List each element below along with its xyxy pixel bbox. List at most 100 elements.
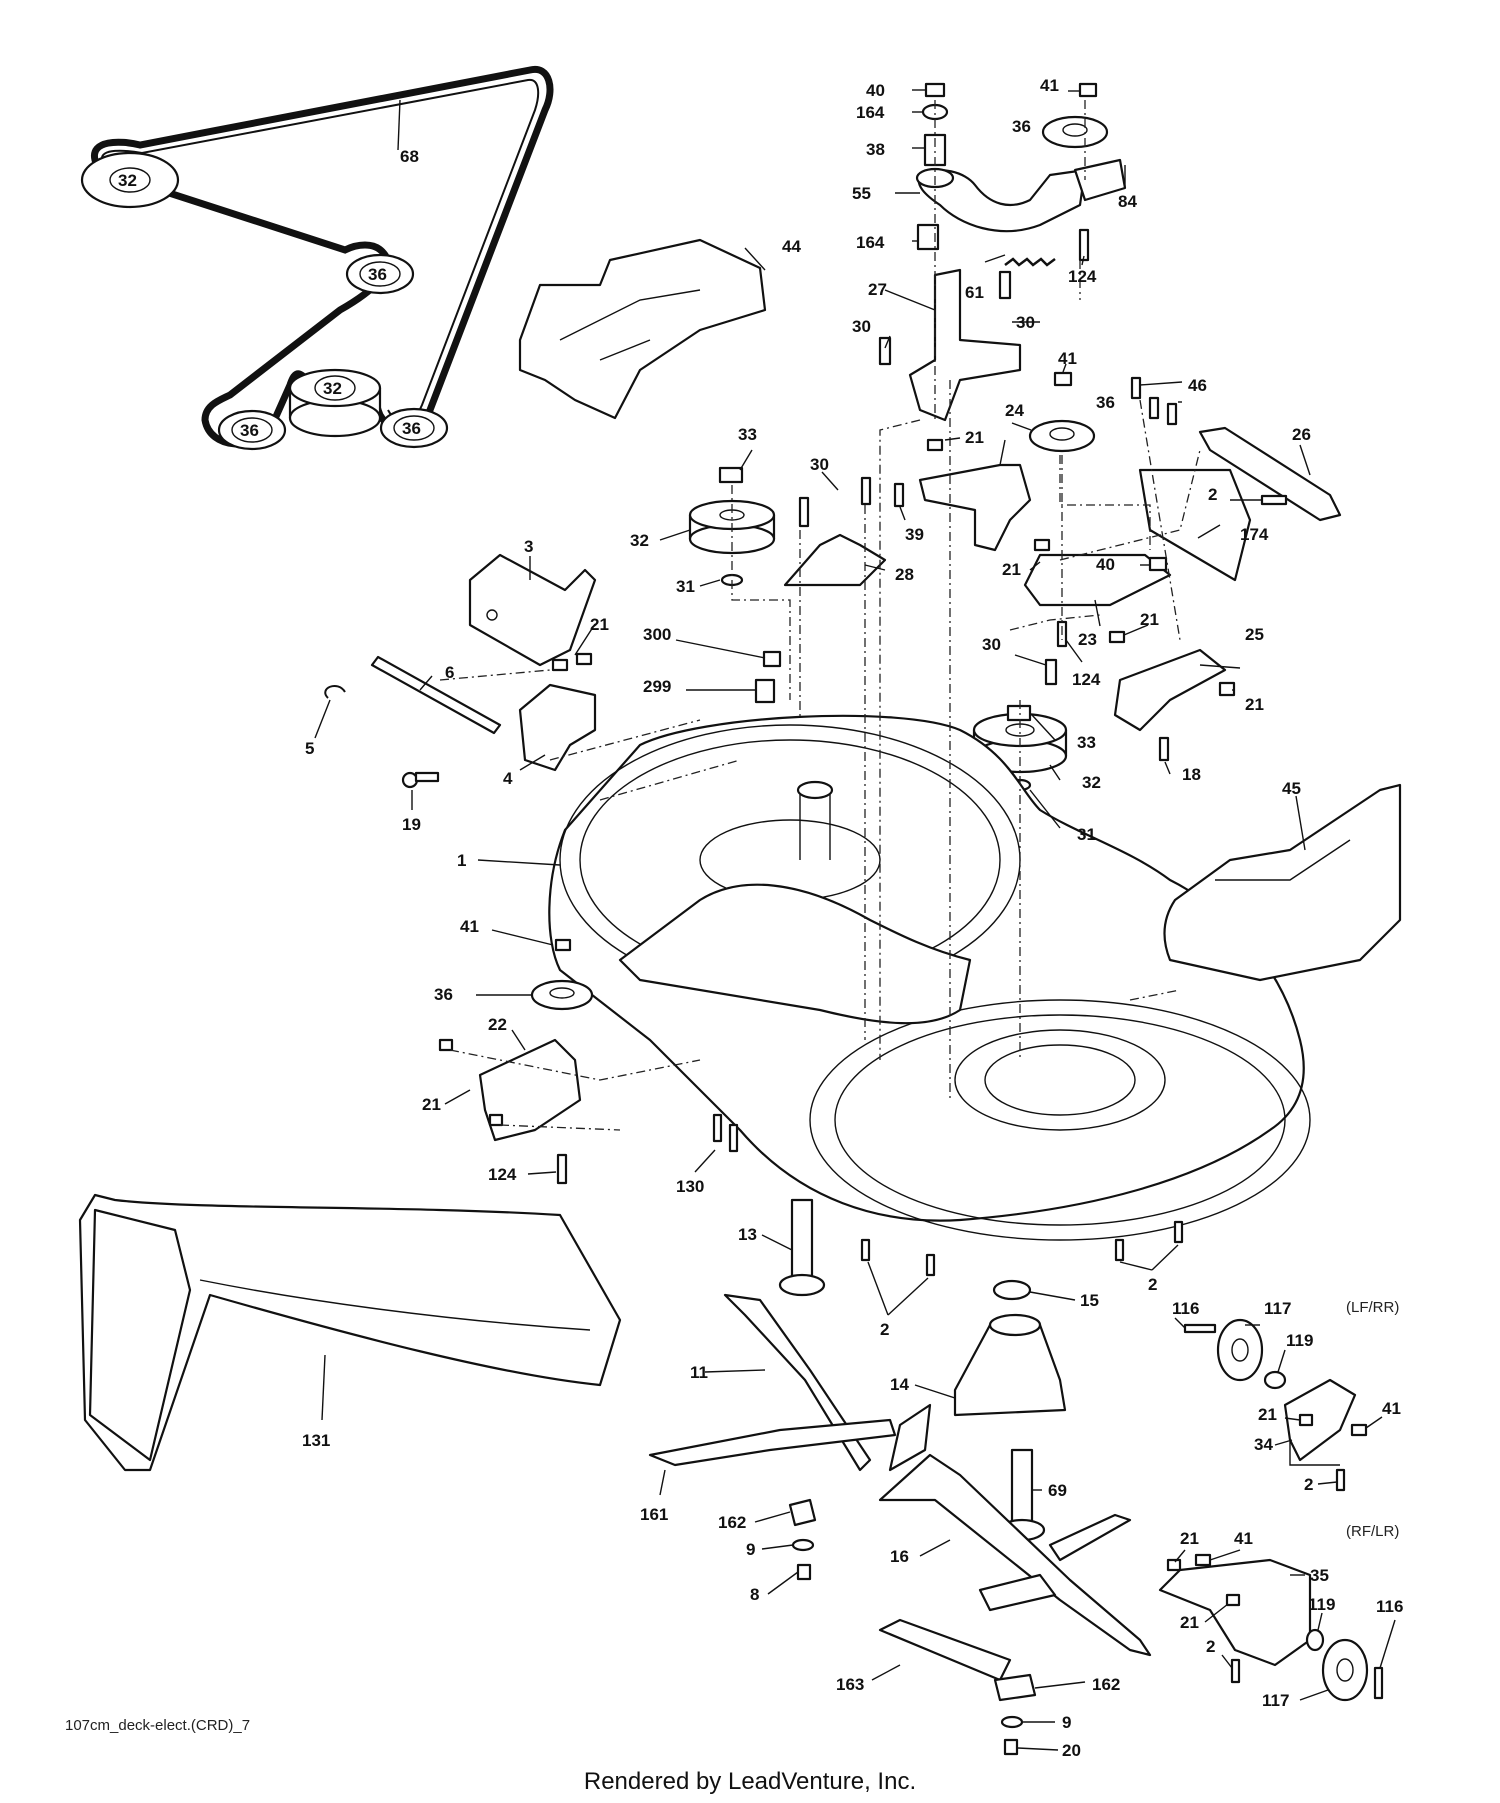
footer-credit: Rendered by LeadVenture, Inc. xyxy=(583,1768,917,1795)
callout-9-b: 9 xyxy=(1062,1713,1071,1732)
nut-41-e xyxy=(1194,1553,1212,1567)
nut-33-b xyxy=(1006,704,1032,722)
spindle-housing-14 xyxy=(953,1313,1067,1417)
belt-pulley-36-a xyxy=(345,253,415,295)
nut-21-d xyxy=(1218,681,1236,697)
callout-31-b: 31 xyxy=(1077,825,1096,844)
callout-33-b: 33 xyxy=(1077,733,1096,752)
belt-cover-44 xyxy=(518,238,767,420)
washer-9-b xyxy=(1000,1715,1024,1729)
nuts-21-h xyxy=(1166,1558,1241,1607)
pulley-36-top xyxy=(1041,115,1109,149)
bolt-39 xyxy=(893,482,905,508)
bolts-2-b xyxy=(860,1238,936,1277)
callout-130: 130 xyxy=(676,1177,704,1196)
spacer-164-b xyxy=(916,223,940,251)
pulley-36-mid xyxy=(1028,419,1096,453)
callout-6: 6 xyxy=(445,663,454,682)
nut-41-b xyxy=(1053,371,1073,387)
bolts-130 xyxy=(712,1113,739,1153)
callout-41-e: 41 xyxy=(1234,1529,1253,1548)
plate-23 xyxy=(1023,553,1172,607)
plate-174 xyxy=(1138,468,1252,582)
bolt-124-a xyxy=(1078,228,1090,262)
bolt-2-d xyxy=(1335,1468,1346,1492)
nut-41-c xyxy=(554,938,572,952)
note-lf-rr: (LF/RR) xyxy=(1346,1299,1399,1316)
bracket-25 xyxy=(1113,648,1227,732)
bolts-30-d xyxy=(798,476,872,528)
callout-21-h: 21 xyxy=(1180,1529,1199,1548)
callout-21-g: 21 xyxy=(1258,1405,1277,1424)
callout-18: 18 xyxy=(1182,765,1201,784)
callout-45: 45 xyxy=(1282,779,1301,798)
bracket-26 xyxy=(1198,426,1342,522)
callout-162-a: 162 xyxy=(718,1513,746,1532)
callout-41-a: 41 xyxy=(1040,76,1059,95)
nut-40-b xyxy=(1148,556,1168,572)
bracket-24 xyxy=(918,463,1032,552)
callout-30-c: 30 xyxy=(810,455,829,474)
assembly-lines xyxy=(439,100,1201,1131)
callout-124-c: 124 xyxy=(488,1165,517,1184)
callout-21-e: 21 xyxy=(590,615,609,634)
bolt-116-a xyxy=(1183,1323,1217,1334)
callout-30-d: 30 xyxy=(982,635,1001,654)
belt-pulley-36-c xyxy=(379,407,449,449)
belt-label-36-b: 36 xyxy=(240,421,259,440)
bolt-116-b xyxy=(1373,1666,1384,1700)
callout-21-c: 21 xyxy=(1140,610,1159,629)
callout-5: 5 xyxy=(305,739,314,758)
blade-adapter-162-a xyxy=(788,1498,817,1527)
callout-35: 35 xyxy=(1310,1566,1329,1585)
bolt-300 xyxy=(762,650,782,668)
callout-34: 34 xyxy=(1254,1435,1273,1454)
bolt-2-a xyxy=(1260,494,1288,506)
callout-labels: 40 164 38 55 164 27 61 30 30 41 36 84 12… xyxy=(302,76,1403,1760)
belt-pulley-32-a xyxy=(80,151,180,209)
callout-38: 38 xyxy=(866,140,885,159)
bolts-46 xyxy=(1130,376,1178,426)
callout-61: 61 xyxy=(965,283,984,302)
bracket-27 xyxy=(908,268,1022,422)
callout-69: 69 xyxy=(1048,1481,1067,1500)
callout-32-b: 32 xyxy=(1082,773,1101,792)
blade-adapter-162-b xyxy=(993,1673,1037,1702)
callout-40-b: 40 xyxy=(1096,555,1115,574)
callout-21-b: 21 xyxy=(1002,560,1021,579)
callout-24: 24 xyxy=(1005,401,1024,420)
callout-19: 19 xyxy=(402,815,421,834)
callout-40-a: 40 xyxy=(866,81,885,100)
callout-13: 13 xyxy=(738,1225,757,1244)
clip-5 xyxy=(324,684,346,699)
discharge-chute-131 xyxy=(78,1193,622,1472)
bracket-4 xyxy=(518,683,597,772)
spindle-13 xyxy=(778,1198,826,1297)
callout-300: 300 xyxy=(643,625,671,644)
callout-21-i: 21 xyxy=(1180,1613,1199,1632)
callout-15: 15 xyxy=(1080,1291,1099,1310)
bolt-30-b xyxy=(878,336,892,366)
callout-31-a: 31 xyxy=(676,577,695,596)
nuts-21-e xyxy=(551,652,593,672)
callout-2-a: 2 xyxy=(1208,485,1217,504)
callout-161: 161 xyxy=(640,1505,668,1524)
nut-21-a xyxy=(926,438,944,452)
callout-11: 11 xyxy=(690,1363,708,1382)
callout-163: 163 xyxy=(836,1675,864,1694)
bearing-15 xyxy=(992,1279,1032,1301)
callout-41-c: 41 xyxy=(460,917,479,936)
belt-pulley-32-b xyxy=(288,368,382,438)
nut-21-c xyxy=(1108,630,1126,644)
nut-21-b xyxy=(1033,538,1051,552)
belt-label-32-b: 32 xyxy=(323,379,342,398)
callout-1: 1 xyxy=(457,851,466,870)
bolt-8 xyxy=(796,1563,812,1581)
note-rf-lr: (RF/LR) xyxy=(1346,1523,1399,1540)
callout-162-b: 162 xyxy=(1092,1675,1120,1694)
belt-label-36-c: 36 xyxy=(402,419,421,438)
callout-131: 131 xyxy=(302,1431,330,1450)
callout-36-b: 36 xyxy=(1096,393,1115,412)
bolts-2-c xyxy=(1114,1220,1184,1262)
bolt-124-c xyxy=(556,1153,568,1185)
